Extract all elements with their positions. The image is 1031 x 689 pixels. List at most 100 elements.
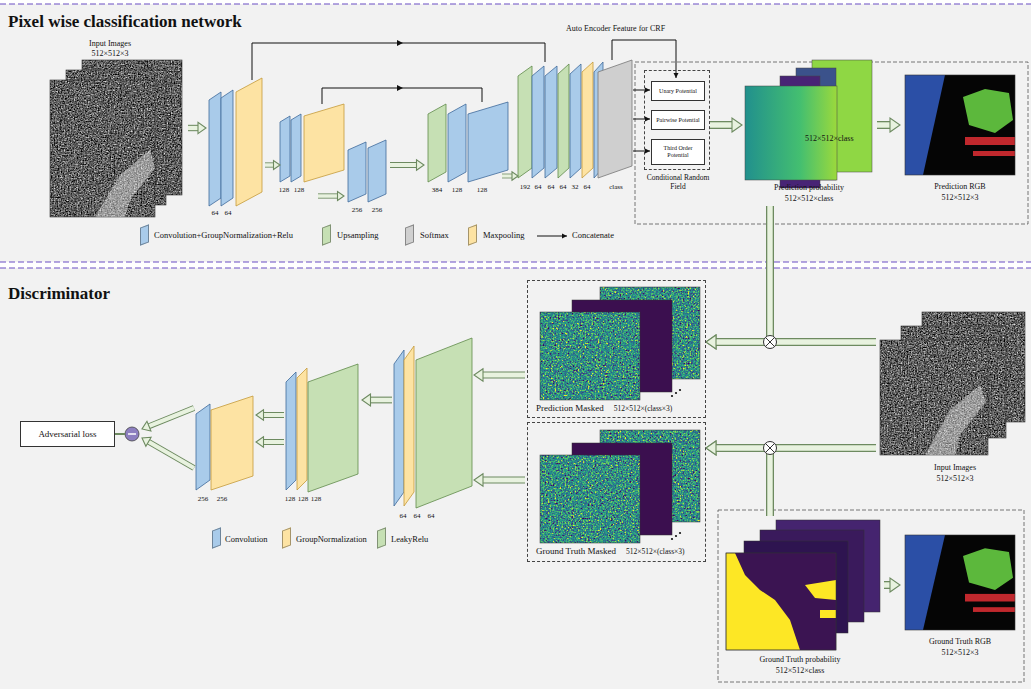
multiply-symbol — [764, 336, 777, 455]
layout-arrow — [142, 40, 679, 486]
masked-image — [540, 287, 700, 543]
sar-image — [50, 80, 155, 217]
masked-image — [671, 395, 673, 397]
arrow-outline — [264, 439, 285, 445]
arrow-body — [483, 373, 525, 378]
layer-slab — [448, 104, 466, 182]
arrow-head — [706, 335, 716, 349]
layer-slab — [308, 364, 358, 492]
arrow-outline — [716, 448, 770, 516]
channel-count: 64 — [225, 209, 232, 217]
arrow-outline — [716, 338, 876, 346]
ground-truth-image — [726, 520, 880, 650]
channel-count: 192 — [520, 183, 531, 191]
subtract-symbol — [125, 427, 139, 441]
channel-count: 128 — [311, 495, 322, 503]
node-subtitle: 512×512×3 — [91, 49, 128, 58]
layer-slab — [236, 78, 262, 206]
arrow-body — [148, 442, 194, 468]
arrow-outline — [371, 397, 393, 404]
arrow-body — [371, 398, 393, 403]
flow-arrow — [884, 578, 900, 592]
arrow-outline — [265, 162, 274, 167]
channel-count: 128 — [279, 186, 290, 194]
thin-arrow — [252, 43, 545, 80]
layer-slab — [518, 66, 532, 178]
sar-image — [50, 60, 182, 217]
probability-map: Ground Truth probability512×512×class — [722, 516, 884, 676]
arrow-head — [512, 172, 518, 180]
arrow-body — [483, 478, 525, 483]
ground-truth-image — [805, 580, 836, 600]
layer-slab — [468, 102, 508, 182]
arrow-head — [706, 335, 716, 349]
node-title: Prediction RGB — [934, 182, 985, 191]
arrow-head — [397, 40, 403, 46]
legend-text: Upsampling — [337, 231, 379, 241]
channel-count: 64 — [414, 512, 421, 520]
arrow-body — [710, 122, 732, 127]
channel-count: 256 — [198, 495, 209, 503]
image-stack: Input Images512×512×3 — [876, 308, 1028, 488]
flow-arrow — [877, 118, 900, 132]
legend-text: Maxpooling — [483, 231, 525, 241]
channel-count: 256 — [352, 206, 363, 214]
layer-slab — [570, 64, 581, 178]
multiply-symbol — [764, 336, 777, 349]
layer-slab — [416, 338, 472, 508]
multiply-symbol — [765, 443, 774, 452]
channel-count: 128 — [298, 495, 309, 503]
node-title: Ground Truth RGB — [929, 637, 991, 646]
loss-box: Adversarial loss — [20, 421, 115, 447]
legend-text: Softmax — [420, 231, 449, 241]
arrow-head — [417, 160, 425, 171]
node-subtitle: 512×512×3 — [936, 474, 973, 483]
node-title: Prediction Masked — [536, 403, 604, 413]
section-band: Pixel wise classification networkInput I… — [0, 4, 1031, 262]
arrow-body — [318, 194, 338, 198]
arrow-head — [198, 122, 206, 133]
legend-text: Convolution — [225, 535, 268, 545]
multiply-symbol — [764, 442, 777, 455]
masked-image — [540, 312, 640, 400]
flow-arrow — [710, 118, 742, 132]
probability-map: 512×512×classPrediction probability512×5… — [742, 60, 877, 206]
node-subtitle: Prediction probability — [774, 183, 844, 192]
rgb-image — [905, 535, 1015, 630]
arrow-head — [274, 160, 281, 169]
node-subtitle: 512×512×class — [785, 194, 834, 203]
channel-count: 384 — [432, 186, 443, 194]
arrow-body — [716, 206, 770, 342]
annotation-label: Auto Encoder Feature for CRF — [566, 24, 665, 33]
potential-box: Third Order Potential — [651, 139, 705, 165]
arrow-outline — [188, 125, 198, 131]
arrow-body — [149, 408, 194, 426]
layer-slab — [394, 350, 404, 506]
arrow-head — [732, 118, 742, 132]
channel-count: class — [609, 183, 623, 191]
masked-image — [679, 389, 681, 391]
legend-swatch — [140, 224, 149, 245]
node-title: Pairwise Potential — [656, 117, 700, 124]
arrow-head — [674, 73, 679, 78]
channel-count: 64 — [535, 183, 542, 191]
arrow-head — [706, 441, 716, 455]
thin-arrow — [322, 88, 482, 104]
layer-slab — [428, 104, 446, 182]
panel-background — [0, 3, 1031, 4]
channel-count: 128 — [477, 186, 488, 194]
subtract-symbol — [115, 427, 139, 441]
arrow-head — [142, 437, 151, 446]
arrow-outline — [710, 121, 732, 129]
arrow-body — [264, 440, 285, 444]
dashed-group-frame — [635, 62, 1028, 224]
arrow-outline — [318, 193, 338, 198]
flow-arrow — [706, 441, 770, 516]
masked-image — [540, 455, 640, 543]
channel-count: 64 — [212, 209, 219, 217]
channel-count: 128 — [452, 186, 463, 194]
legend-text: Convolution+GroupNormalization+Relu — [154, 231, 293, 241]
layer-slab — [368, 140, 386, 202]
sar-image — [925, 385, 986, 455]
